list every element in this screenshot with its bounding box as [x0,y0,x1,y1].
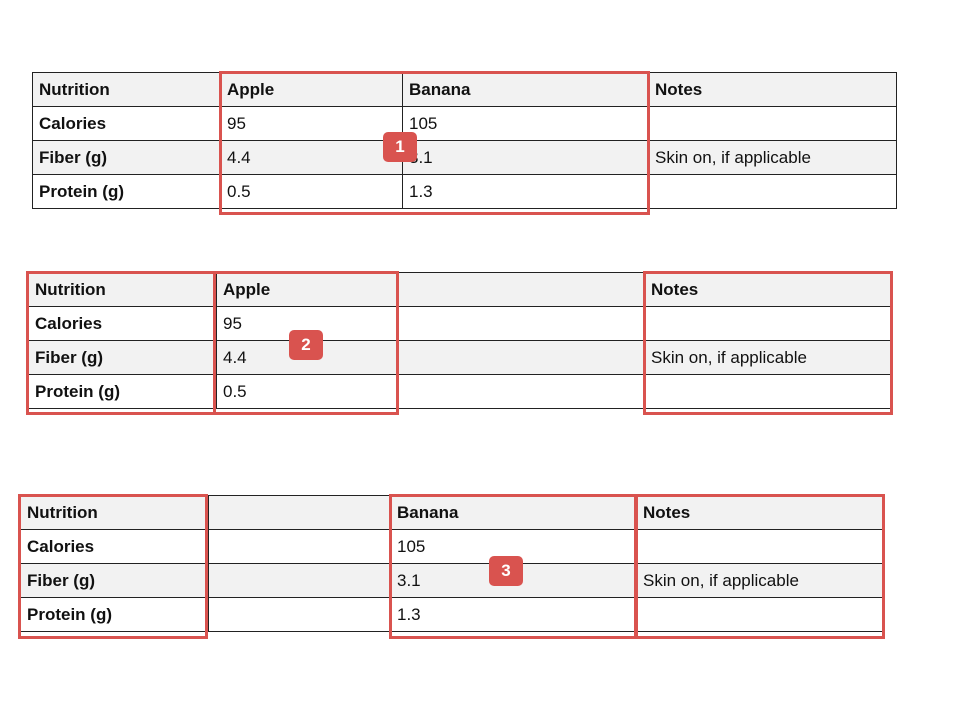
header-cell: Notes [644,272,893,307]
row-label-cell: Calories [28,306,217,341]
table-cell [398,306,645,341]
table-row: Fiber (g) 4.4 3.1 Skin on, if applicable [32,140,897,175]
header-cell: Notes [636,495,885,530]
table-cell [398,374,645,409]
table-cell: 3.1 [402,140,649,175]
table-row: Protein (g) 0.5 1.3 [32,174,897,209]
table-cell: 95 [220,106,403,141]
table-cell [208,597,391,632]
header-cell: Banana [402,72,649,107]
table-cell: 0.5 [220,174,403,209]
row-label-cell: Fiber (g) [32,140,221,175]
row-label-cell: Fiber (g) [28,340,217,375]
table-row: Protein (g) 0.5 [28,374,893,409]
row-label-cell: Fiber (g) [20,563,209,598]
table-cell [636,529,885,564]
table-cell: Skin on, if applicable [648,140,897,175]
header-cell [208,495,391,530]
annotation-badge-3: 3 [489,556,523,586]
table-cell: 4.4 [220,140,403,175]
table-cell [644,374,893,409]
table-cell: 1.3 [390,597,637,632]
table-cell: 1.3 [402,174,649,209]
header-cell: Banana [390,495,637,530]
table-cell [208,529,391,564]
annotation-badge-2: 2 [289,330,323,360]
table-row: Calories 95 [28,306,893,341]
table-row: Fiber (g) 3.1 Skin on, if applicable [20,563,885,598]
header-cell: Apple [216,272,399,307]
row-label-cell: Protein (g) [20,597,209,632]
table-cell [208,563,391,598]
table-cell: 0.5 [216,374,399,409]
header-cell [398,272,645,307]
table-cell: 105 [402,106,649,141]
table-cell: Skin on, if applicable [636,563,885,598]
table-header-row: Nutrition Apple Banana Notes [32,72,897,107]
table-cell [648,106,897,141]
table-cell [398,340,645,375]
annotation-badge-1: 1 [383,132,417,162]
row-label-cell: Calories [20,529,209,564]
table-cell: 4.4 [216,340,399,375]
table-cell [644,306,893,341]
row-label-cell: Calories [32,106,221,141]
table-cell [648,174,897,209]
header-cell: Nutrition [32,72,221,107]
table-row: Calories 105 [20,529,885,564]
table-row: Calories 95 105 [32,106,897,141]
row-label-cell: Protein (g) [28,374,217,409]
table-cell [636,597,885,632]
table-row: Fiber (g) 4.4 Skin on, if applicable [28,340,893,375]
header-cell: Apple [220,72,403,107]
table-cell: Skin on, if applicable [644,340,893,375]
table-row: Protein (g) 1.3 [20,597,885,632]
table-header-row: Nutrition Banana Notes [20,495,885,530]
nutrition-table-1: Nutrition Apple Banana Notes Calories 95… [32,72,897,209]
header-cell: Notes [648,72,897,107]
header-cell: Nutrition [28,272,217,307]
header-cell: Nutrition [20,495,209,530]
table-header-row: Nutrition Apple Notes [28,272,893,307]
row-label-cell: Protein (g) [32,174,221,209]
nutrition-table-2: Nutrition Apple Notes Calories 95 Fiber … [28,272,893,409]
nutrition-table-3: Nutrition Banana Notes Calories 105 Fibe… [20,495,885,632]
